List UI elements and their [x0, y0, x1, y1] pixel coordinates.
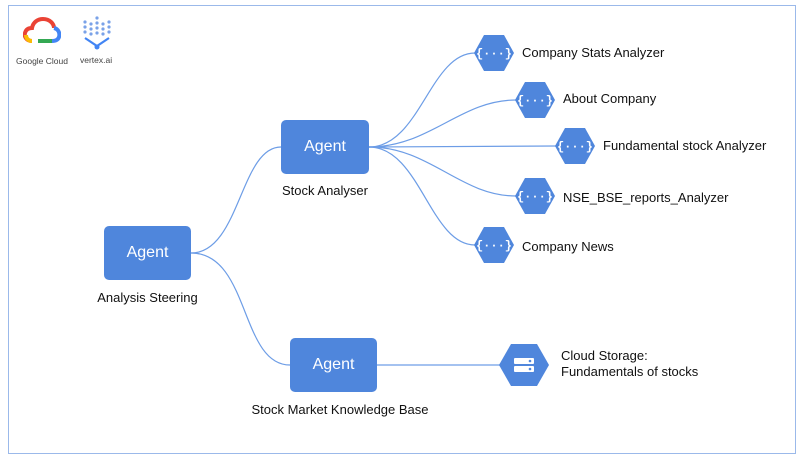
- vertex-ai-label: vertex.ai: [80, 55, 113, 65]
- tool-label-company-news: Company News: [522, 239, 614, 254]
- caption-analysis-steering: Analysis Steering: [97, 290, 198, 305]
- edge-analyser-to-fundamental: [368, 145, 557, 148]
- edge-root-to-stock-analyser: [190, 146, 282, 254]
- svg-text:{···}: {···}: [476, 239, 512, 253]
- edge-analyser-to-nse: [368, 146, 517, 197]
- caption-knowledge-base: Stock Market Knowledge Base: [251, 402, 429, 417]
- function-icon[interactable]: {···}: [474, 225, 514, 265]
- edge-root-to-knowledge-base: [190, 252, 291, 366]
- agent-stock-analyser[interactable]: Agent: [281, 120, 369, 174]
- svg-text:{···}: {···}: [517, 94, 553, 108]
- caption-stock-analyser: Stock Analyser: [282, 183, 368, 198]
- agent-knowledge-base[interactable]: Agent: [290, 338, 377, 392]
- storage-label-line1: Cloud Storage:: [561, 348, 648, 363]
- svg-text:{···}: {···}: [557, 140, 593, 154]
- edge-analyser-to-news: [368, 146, 476, 246]
- vertex-ai-logo: [83, 16, 111, 50]
- svg-text:{···}: {···}: [476, 47, 512, 61]
- function-icon[interactable]: {···}: [555, 126, 595, 166]
- svg-text:{···}: {···}: [517, 190, 553, 204]
- google-cloud-label: Google Cloud: [16, 56, 68, 66]
- storage-label-line2: Fundamentals of stocks: [561, 364, 699, 379]
- google-cloud-logo: [23, 17, 61, 43]
- function-icon[interactable]: {···}: [515, 176, 555, 216]
- edge-analyser-to-stats: [368, 52, 476, 148]
- tool-label-fundamental: Fundamental stock Analyzer: [603, 138, 767, 153]
- tool-label-nse-bse: NSE_BSE_reports_Analyzer: [563, 190, 729, 205]
- function-icon[interactable]: {···}: [474, 33, 514, 73]
- tool-label-about-company: About Company: [563, 91, 657, 106]
- function-icon[interactable]: {···}: [515, 80, 555, 120]
- edge-analyser-to-about: [368, 99, 517, 148]
- storage-icon[interactable]: [499, 342, 549, 388]
- agent-analysis-steering[interactable]: Agent: [104, 226, 191, 280]
- tool-label-company-stats: Company Stats Analyzer: [522, 45, 665, 60]
